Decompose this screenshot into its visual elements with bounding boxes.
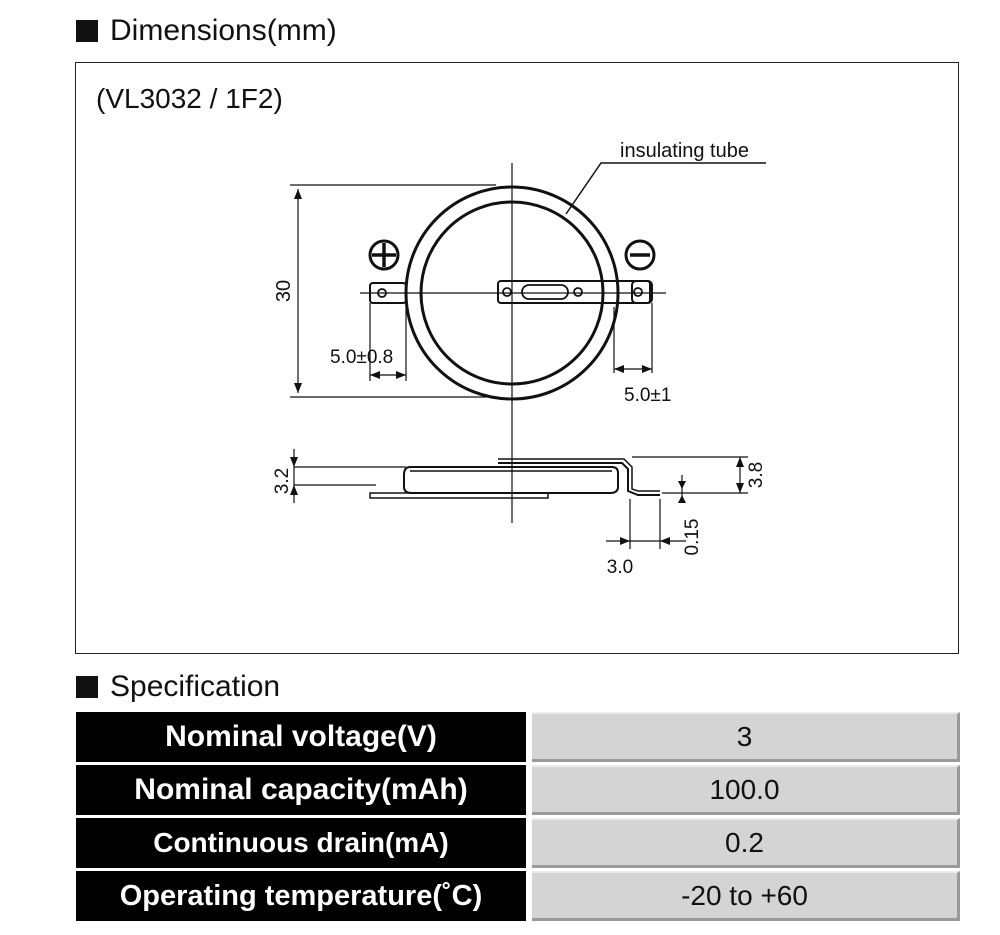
top-lead (498, 462, 660, 496)
diameter-label: 30 (273, 280, 295, 302)
lead-thickness-label: 0.15 (682, 519, 703, 556)
height-label: 3.2 (272, 468, 293, 494)
model-label: (VL3032 / 1F2) (96, 83, 283, 114)
insulating-tube-label: insulating tube (620, 140, 749, 162)
insulating-tube-leader (565, 162, 766, 215)
spec-value: 0.2 (532, 818, 960, 868)
left-lead-label: 5.0±0.8 (330, 347, 393, 368)
specification-title: Specification (110, 670, 281, 703)
dimension-diagram: (VL3032 / 1F2) (75, 62, 959, 654)
lead-width-label: 3.0 (607, 557, 633, 578)
spec-label: Nominal voltage(V) (76, 712, 528, 762)
lead-height-label: 3.8 (746, 462, 767, 488)
right-lead-label: 5.0±1 (624, 385, 671, 406)
square-bullet-icon (76, 676, 98, 698)
battery-drawing: insulating tube 30 5.0±0.8 5.0±1 3.2 3.8… (272, 140, 767, 578)
table-row: Nominal voltage(V) 3 (76, 712, 960, 762)
spec-label: Nominal capacity(mAh) (76, 765, 528, 815)
spec-value: -20 to +60 (532, 871, 960, 921)
spec-value: 3 (532, 712, 960, 762)
spec-label: Operating temperature(˚C) (76, 871, 528, 921)
cell-side-body (403, 466, 619, 494)
left-tab (369, 282, 407, 304)
dimensions-title: Dimensions(mm) (110, 14, 337, 47)
table-row: Nominal capacity(mAh) 100.0 (76, 765, 960, 815)
bottom-lead (369, 492, 549, 499)
table-row: Operating temperature(˚C) -20 to +60 (76, 871, 960, 921)
right-tab (497, 280, 651, 304)
positive-terminal-icon (368, 239, 400, 271)
dimensions-heading: Dimensions(mm) (76, 16, 337, 46)
square-bullet-icon (76, 20, 98, 42)
specification-heading: Specification (76, 672, 280, 702)
spec-label: Continuous drain(mA) (76, 818, 528, 868)
spec-value: 100.0 (532, 765, 960, 815)
table-row: Continuous drain(mA) 0.2 (76, 818, 960, 868)
negative-terminal-icon (624, 239, 656, 271)
